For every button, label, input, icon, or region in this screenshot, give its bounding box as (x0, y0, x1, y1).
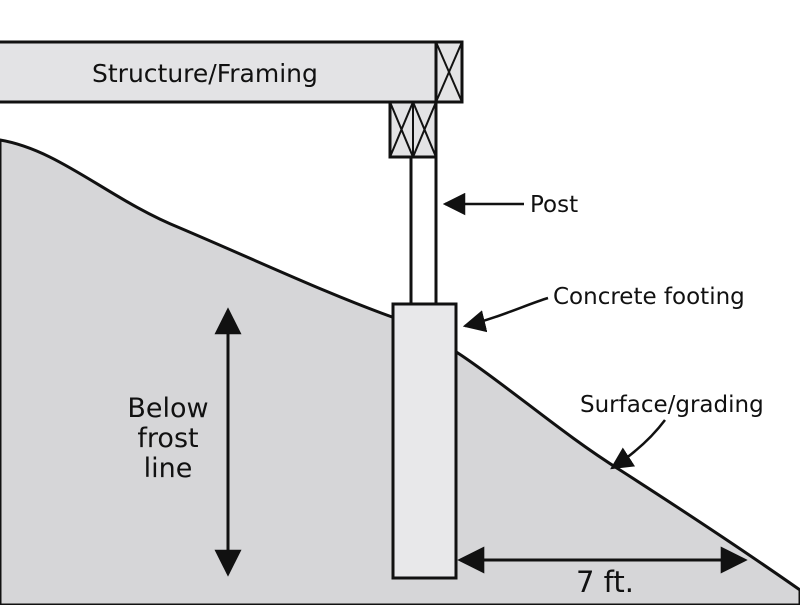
beam-end-block (434, 40, 464, 104)
footing-label: Concrete footing (553, 284, 745, 310)
structure-label: Structure/Framing (92, 59, 318, 88)
post (409, 155, 438, 306)
post-label: Post (530, 192, 578, 218)
concrete-footing (391, 302, 458, 580)
footing-arrow (462, 296, 549, 333)
distance-label: 7 ft. (576, 565, 634, 599)
frost-label-line-2: frost (137, 423, 198, 454)
frost-label-line-1: Below (127, 393, 208, 424)
frost-label-line-3: line (144, 453, 193, 484)
surface-arrow (610, 419, 666, 470)
surface-label: Surface/grading (580, 392, 764, 418)
post-cap-blocks (388, 100, 438, 159)
